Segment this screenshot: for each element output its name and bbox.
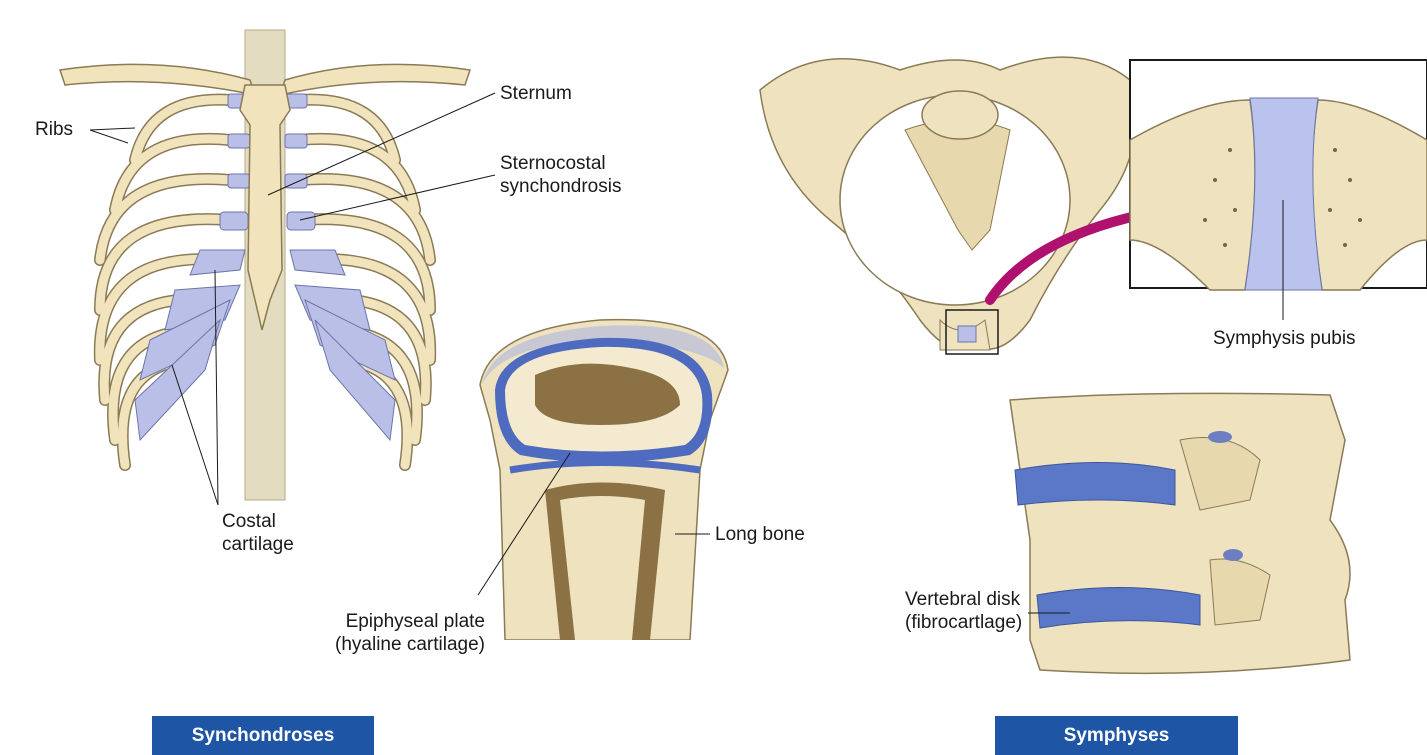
- label-epiphyseal-line1: Epiphyseal plate: [305, 610, 485, 633]
- label-sternocostal-line1: Sternocostal: [500, 152, 621, 175]
- rib-cage: [60, 30, 470, 500]
- label-symphysis-pubis: Symphysis pubis: [1213, 327, 1356, 350]
- label-vertebral-line2: (fibrocartlage): [905, 611, 1022, 634]
- vertebral-column: [1010, 393, 1350, 673]
- label-sternocostal-line2: synchondrosis: [500, 175, 621, 198]
- label-vertebral-disk: Vertebral disk (fibrocartlage): [905, 588, 1022, 634]
- label-sternocostal: Sternocostal synchondrosis: [500, 152, 621, 198]
- symphysis-inset: [1130, 60, 1427, 290]
- label-epiphyseal-plate: Epiphyseal plate (hyaline cartilage): [305, 610, 485, 656]
- label-sternum: Sternum: [500, 82, 572, 105]
- pelvis: [760, 57, 1136, 354]
- label-vertebral-line1: Vertebral disk: [905, 588, 1022, 611]
- symphyses-banner: Symphyses: [995, 716, 1238, 755]
- long-bone: [480, 320, 728, 690]
- label-long-bone: Long bone: [715, 523, 805, 546]
- synchondroses-banner: Synchondroses: [152, 716, 374, 755]
- label-costal-cartilage: Costal cartilage: [222, 510, 294, 556]
- label-costal-line1: Costal: [222, 510, 294, 533]
- label-costal-line2: cartilage: [222, 533, 294, 556]
- label-ribs: Ribs: [35, 118, 73, 141]
- label-epiphyseal-line2: (hyaline cartilage): [305, 633, 485, 656]
